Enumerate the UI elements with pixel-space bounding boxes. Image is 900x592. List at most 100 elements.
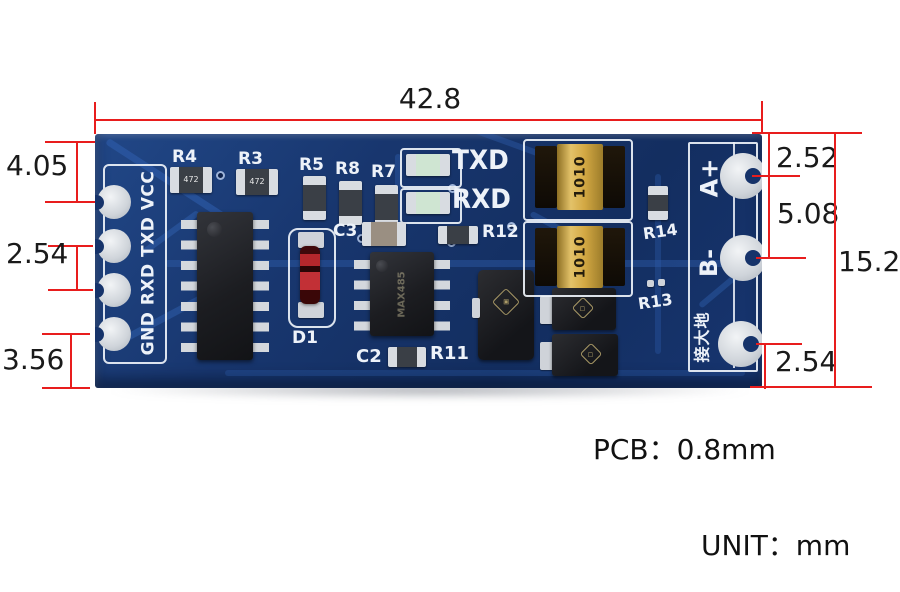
fuse2-cap bbox=[535, 228, 557, 286]
dim-label-right-top: 2.52 bbox=[776, 141, 839, 174]
txd-led bbox=[406, 154, 450, 176]
resistor-r8 bbox=[339, 181, 362, 225]
hole-notch bbox=[95, 195, 104, 210]
dim-line-height bbox=[834, 132, 836, 388]
r13-pad bbox=[658, 279, 665, 286]
earth-label-wrap: 接大地 bbox=[687, 302, 713, 372]
pcb-thickness-note: PCB：0.8mm bbox=[593, 433, 776, 466]
ic2-pin1-dimple bbox=[376, 260, 388, 272]
capacitor-c3 bbox=[362, 222, 406, 246]
d1-pad bbox=[298, 232, 324, 248]
via bbox=[216, 171, 225, 180]
transistor-pad bbox=[472, 298, 480, 318]
r13-pad bbox=[647, 280, 654, 287]
trace-line bbox=[395, 154, 401, 244]
hole-notch bbox=[95, 283, 104, 298]
label-earth: 接大地 bbox=[692, 311, 712, 363]
label-b-minus: B- bbox=[695, 248, 724, 278]
fuse2-body: 1010 bbox=[557, 226, 603, 288]
label-r12: R12 bbox=[482, 222, 519, 242]
dim-tick bbox=[761, 101, 763, 134]
tvs2-pad bbox=[540, 342, 554, 370]
dim-label-left-bottom: 3.56 bbox=[2, 343, 65, 376]
trace-line bbox=[225, 370, 745, 376]
tvs1-pad bbox=[540, 296, 554, 324]
dim-label-width: 42.8 bbox=[398, 82, 462, 115]
resistor-r3-marking: 472 bbox=[249, 177, 265, 186]
fuse1-body: 1010 bbox=[557, 144, 603, 210]
dim-tick bbox=[756, 343, 802, 345]
label-r3: R3 bbox=[238, 149, 263, 169]
dim-line bbox=[768, 132, 770, 177]
label-r8: R8 bbox=[335, 159, 360, 179]
fuse1-silk-box bbox=[523, 139, 633, 221]
resistor-r3: 472 bbox=[236, 169, 278, 195]
label-r13: R13 bbox=[636, 289, 674, 314]
fuse2-silk-box bbox=[523, 221, 633, 297]
ic1-chip bbox=[197, 212, 253, 360]
dim-tick bbox=[48, 245, 93, 247]
ic1-pins-right bbox=[253, 220, 269, 354]
left-pin-labels-text: GND RXD TXD VCC bbox=[138, 170, 158, 356]
ic2-marking: MAX485 bbox=[396, 270, 408, 318]
label-d1: D1 bbox=[292, 328, 318, 348]
d1-pad bbox=[298, 302, 324, 318]
dim-label-right-pitch: 5.08 bbox=[777, 197, 840, 230]
dim-line bbox=[76, 141, 78, 203]
dim-tick bbox=[48, 289, 93, 291]
a-plus-label-wrap: A+ bbox=[695, 150, 723, 206]
dim-tick bbox=[45, 201, 95, 203]
resistor-r14 bbox=[648, 186, 668, 220]
label-r11: R11 bbox=[430, 343, 469, 364]
dim-tick bbox=[42, 387, 90, 389]
fuse1-cap bbox=[535, 146, 557, 208]
pcb-board: GND RXD TXD VCC R4 R3 R5 R8 R7 472 472 T… bbox=[95, 134, 762, 388]
dim-label-right-bottom: 2.54 bbox=[775, 345, 838, 378]
label-rxd: RXD bbox=[452, 184, 511, 215]
hole-notch bbox=[743, 336, 759, 352]
hole-notch bbox=[95, 239, 104, 254]
dim-line bbox=[764, 343, 766, 389]
d1-silk-box bbox=[288, 228, 336, 328]
rxd-led bbox=[406, 192, 450, 214]
ic2-pins-left bbox=[354, 260, 370, 332]
dim-label-left-top: 4.05 bbox=[6, 149, 69, 182]
dim-tick bbox=[42, 333, 90, 335]
dim-line bbox=[768, 175, 770, 259]
label-r5: R5 bbox=[299, 155, 324, 175]
fuse1-marking: 1010 bbox=[572, 155, 588, 199]
dim-line bbox=[70, 333, 72, 389]
resistor-r5 bbox=[303, 176, 326, 220]
resistor-r7 bbox=[375, 185, 398, 229]
d1-diode-body bbox=[300, 246, 320, 304]
label-r4: R4 bbox=[172, 147, 197, 167]
label-c2: C2 bbox=[356, 346, 382, 367]
label-c3: C3 bbox=[333, 221, 358, 241]
b-minus-label-wrap: B- bbox=[695, 238, 723, 288]
hole-notch bbox=[745, 250, 761, 266]
dim-line bbox=[76, 245, 78, 291]
label-a-plus: A+ bbox=[695, 158, 723, 198]
resistor-r4: 472 bbox=[170, 167, 212, 193]
fuse2-marking: 1010 bbox=[572, 235, 588, 279]
dim-label-height: 15.2 bbox=[838, 245, 900, 278]
label-r7: R7 bbox=[371, 162, 396, 182]
txd-led-silk-box bbox=[400, 148, 462, 188]
dim-tick bbox=[94, 102, 96, 134]
label-r14: R14 bbox=[641, 219, 679, 244]
fuse2-cap bbox=[603, 228, 625, 286]
ic2-marking-wrap: MAX485 bbox=[370, 252, 434, 336]
trace-line bbox=[655, 174, 661, 354]
trace-line bbox=[165, 260, 745, 267]
resistor-r11-body bbox=[388, 347, 426, 367]
dim-label-left-pitch: 2.54 bbox=[6, 237, 69, 270]
dim-tick bbox=[752, 175, 800, 177]
tvs-diode-2 bbox=[552, 334, 618, 376]
hole-notch bbox=[95, 327, 104, 342]
ic2-pins-right bbox=[434, 260, 450, 332]
rxd-led-silk-box bbox=[400, 188, 462, 224]
fuse1-cap bbox=[603, 146, 625, 208]
resistor-r12 bbox=[438, 226, 478, 244]
dim-tick bbox=[756, 257, 806, 259]
